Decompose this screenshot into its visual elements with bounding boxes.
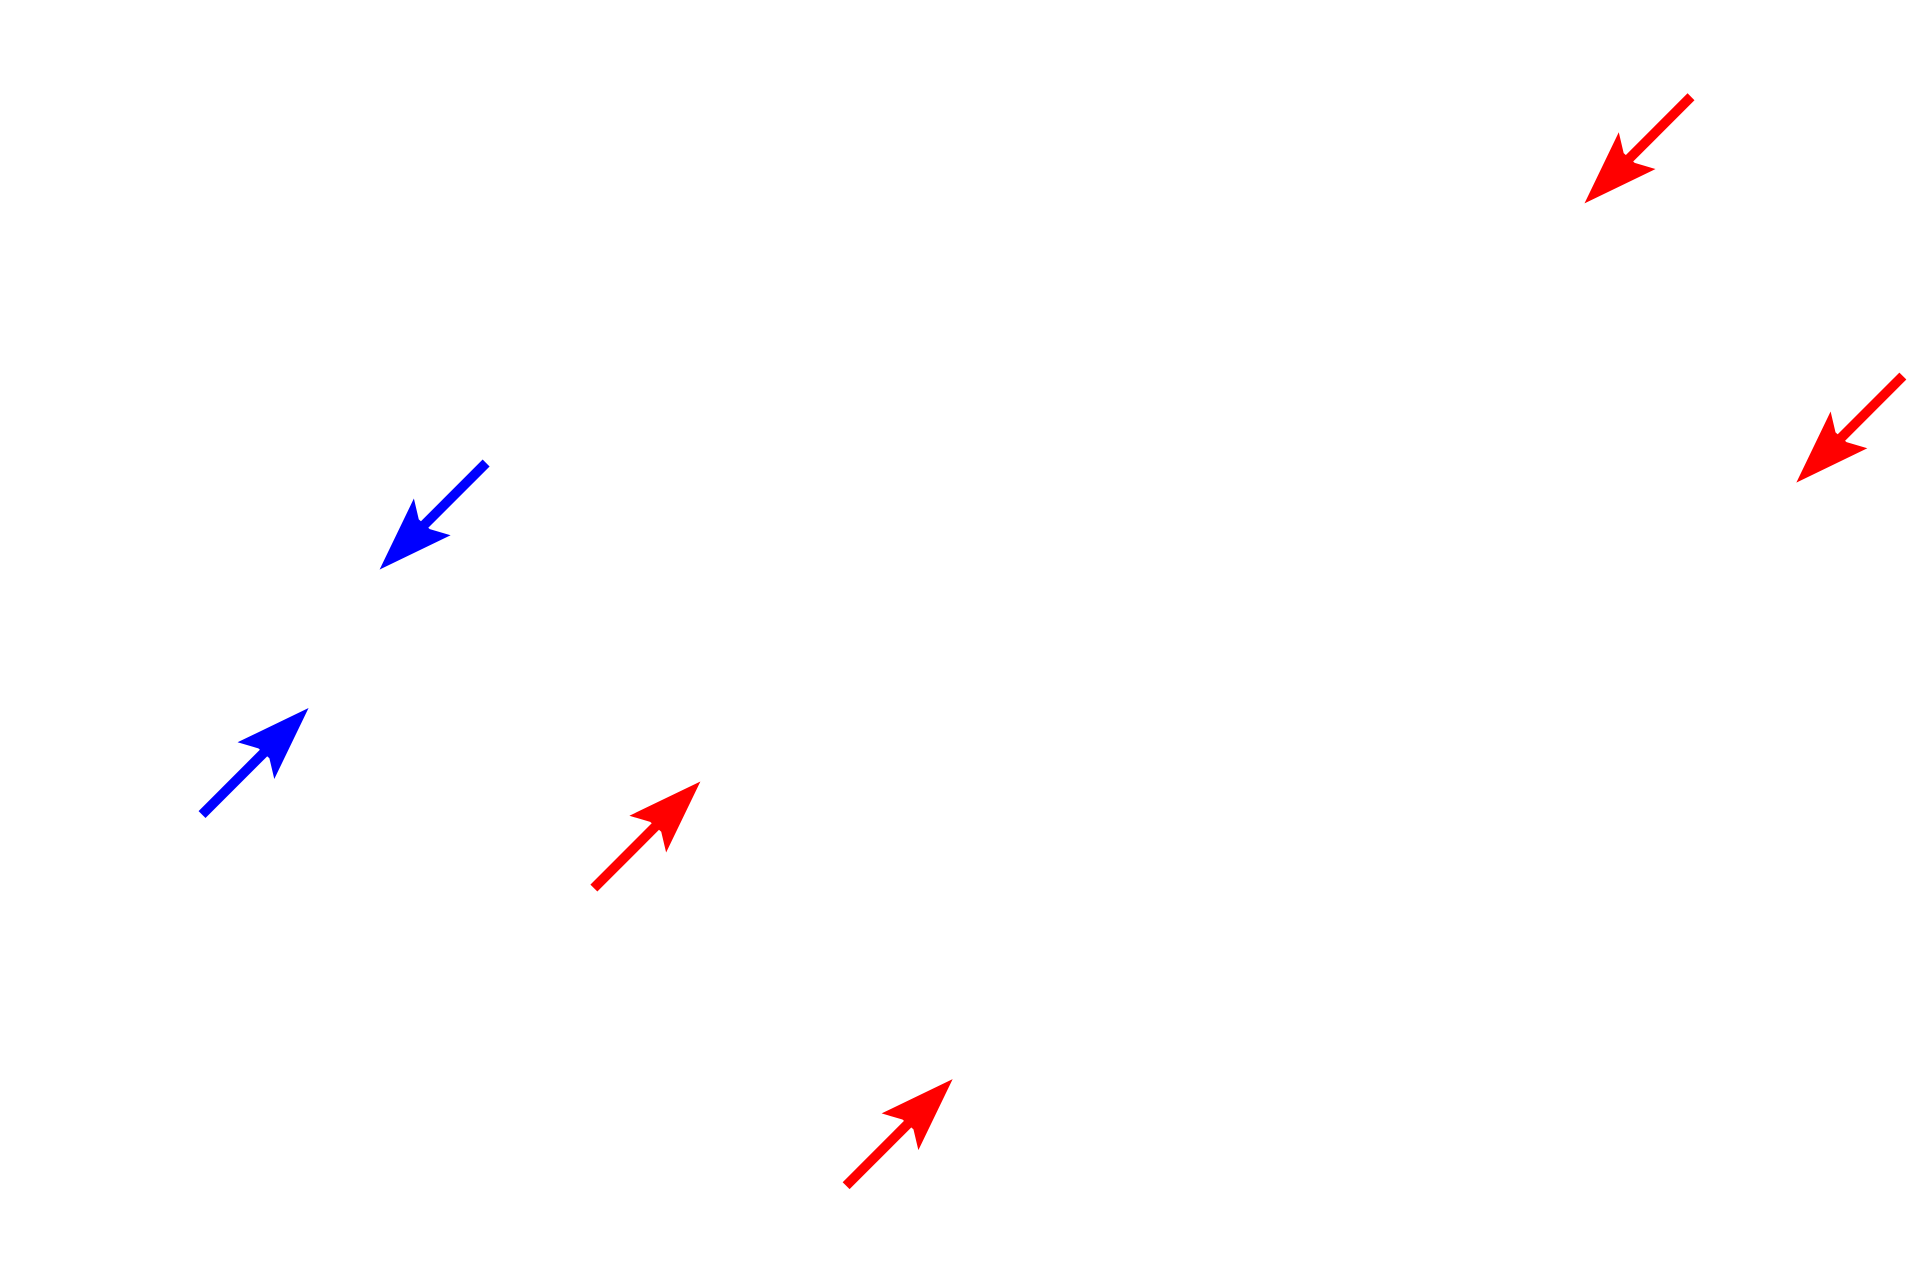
arrow-shaft	[198, 747, 270, 819]
arrow-shaft	[590, 820, 662, 892]
arrow-shaft	[1623, 93, 1695, 164]
arrow-red-down-left-icon	[1796, 372, 1907, 483]
arrow-shaft	[1835, 372, 1907, 444]
arrow-head	[881, 1079, 953, 1151]
arrow-head	[1584, 132, 1656, 204]
arrow-shaft	[842, 1118, 914, 1190]
arrow-head	[379, 498, 451, 570]
arrow-head	[1796, 411, 1868, 483]
arrow-red-up-right-icon	[590, 781, 701, 892]
arrow-head	[629, 781, 701, 853]
arrow-blue-down-left-icon	[379, 459, 490, 570]
arrow-head	[237, 707, 309, 780]
arrow-red-up-right-icon	[842, 1079, 953, 1190]
arrow-blue-up-right-icon	[198, 707, 309, 819]
arrow-shaft	[418, 459, 490, 531]
arrow-red-down-left-icon	[1584, 93, 1695, 204]
